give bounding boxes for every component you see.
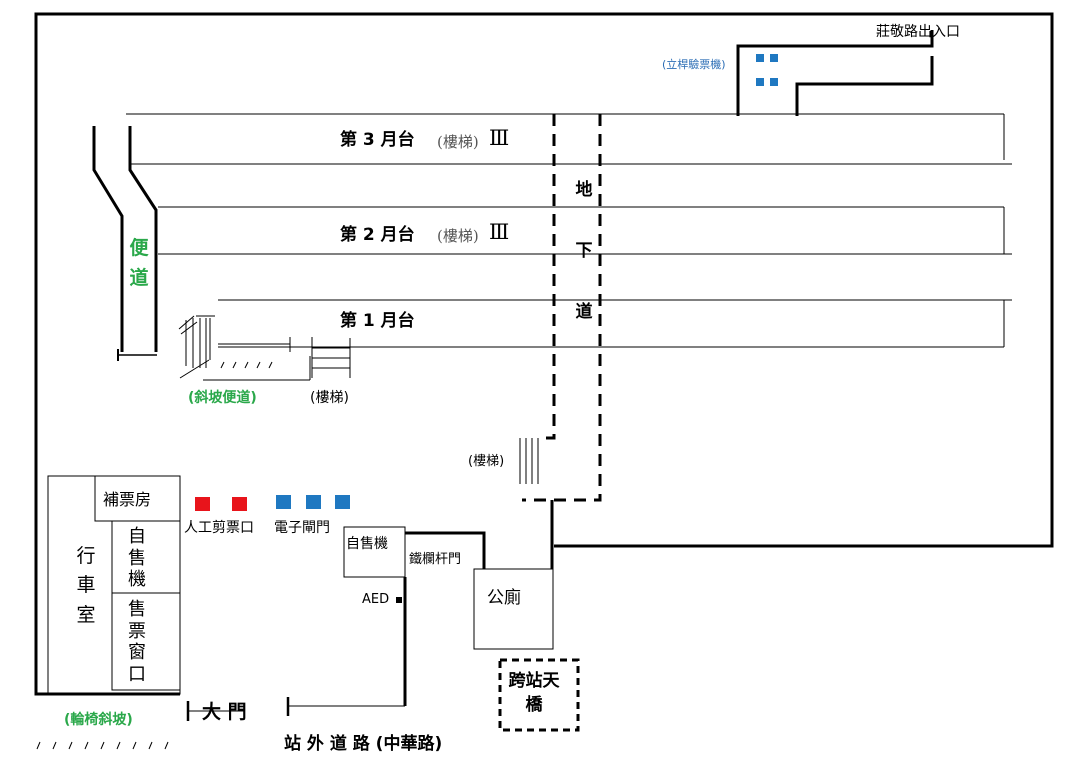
iron-gate-label: 鐵欄杆門 (409, 552, 462, 567)
platform-3-label: 第 3 月台 (340, 130, 415, 150)
station-master-office-label: 行車室 (76, 545, 96, 626)
fare-adjustment-office-label: 補票房 (103, 490, 152, 509)
zhuangjing-exit-label: 莊敬路出入口 (876, 24, 960, 40)
electronic-gate-marker (306, 495, 321, 509)
road-label: 站 外 道 路 (中華路) (284, 734, 443, 754)
ramp-path-label: (斜坡便道) (188, 390, 257, 406)
side-path (92, 126, 158, 361)
ticket-checker-marker (770, 54, 778, 62)
side-path-label: 便道 (129, 237, 149, 290)
manual-gate-marker (195, 497, 210, 511)
manual-gate-label: 人工剪票口 (184, 520, 254, 536)
platform-2-stairs-label: (樓梯) (437, 227, 479, 245)
ticket-checker-marker (770, 78, 778, 86)
underground-stairs (519, 438, 539, 484)
platform-1-stairs (311, 337, 351, 378)
ticket-checker-label: (立桿驗票機) (662, 58, 726, 71)
platform-1 (218, 299, 1012, 348)
ramp-path (178, 315, 311, 381)
platform-2-stairs-roman: Ⅲ (489, 220, 510, 244)
main-gate-label: 大 門 (202, 701, 247, 723)
wheelchair-ramp-label: (輪椅斜坡) (64, 712, 133, 728)
exit-corridor-right-wall (795, 56, 934, 116)
ticket-machine-left-label: 自售機 (128, 526, 146, 591)
underground-stairs-label: (樓梯) (468, 454, 505, 469)
ticket-machine-right-label: 自售機 (346, 536, 388, 552)
electronic-gate-marker (276, 495, 291, 509)
overpass-label: 跨站天橋 (508, 671, 560, 715)
platform-3 (126, 113, 1012, 165)
platform-3-stairs-label: (樓梯) (437, 133, 479, 151)
ticket-window-label: 售票窗口 (128, 599, 146, 685)
platform-1-label: 第 1 月台 (340, 311, 415, 331)
station-building (36, 475, 580, 750)
aed-label: AED (362, 592, 390, 607)
electronic-gate-marker (335, 495, 350, 509)
platform-2 (158, 206, 1012, 255)
platform-2-label: 第 2 月台 (340, 225, 415, 245)
underground-label: 地下道 (575, 180, 593, 323)
manual-gate-marker (232, 497, 247, 511)
exit-corridor-left-wall (736, 30, 934, 116)
station-boundary (34, 12, 1054, 696)
ticket-checker-marker (756, 78, 764, 86)
ticket-checker-marker (756, 54, 764, 62)
platform-1-stairs-label: (樓梯) (310, 390, 349, 406)
underground-passage (522, 114, 602, 502)
toilet-label: 公廁 (487, 588, 521, 608)
platform-3-stairs-roman: Ⅲ (489, 126, 510, 150)
aed-marker (396, 597, 402, 603)
electronic-gate-label: 電子閘門 (274, 520, 330, 536)
